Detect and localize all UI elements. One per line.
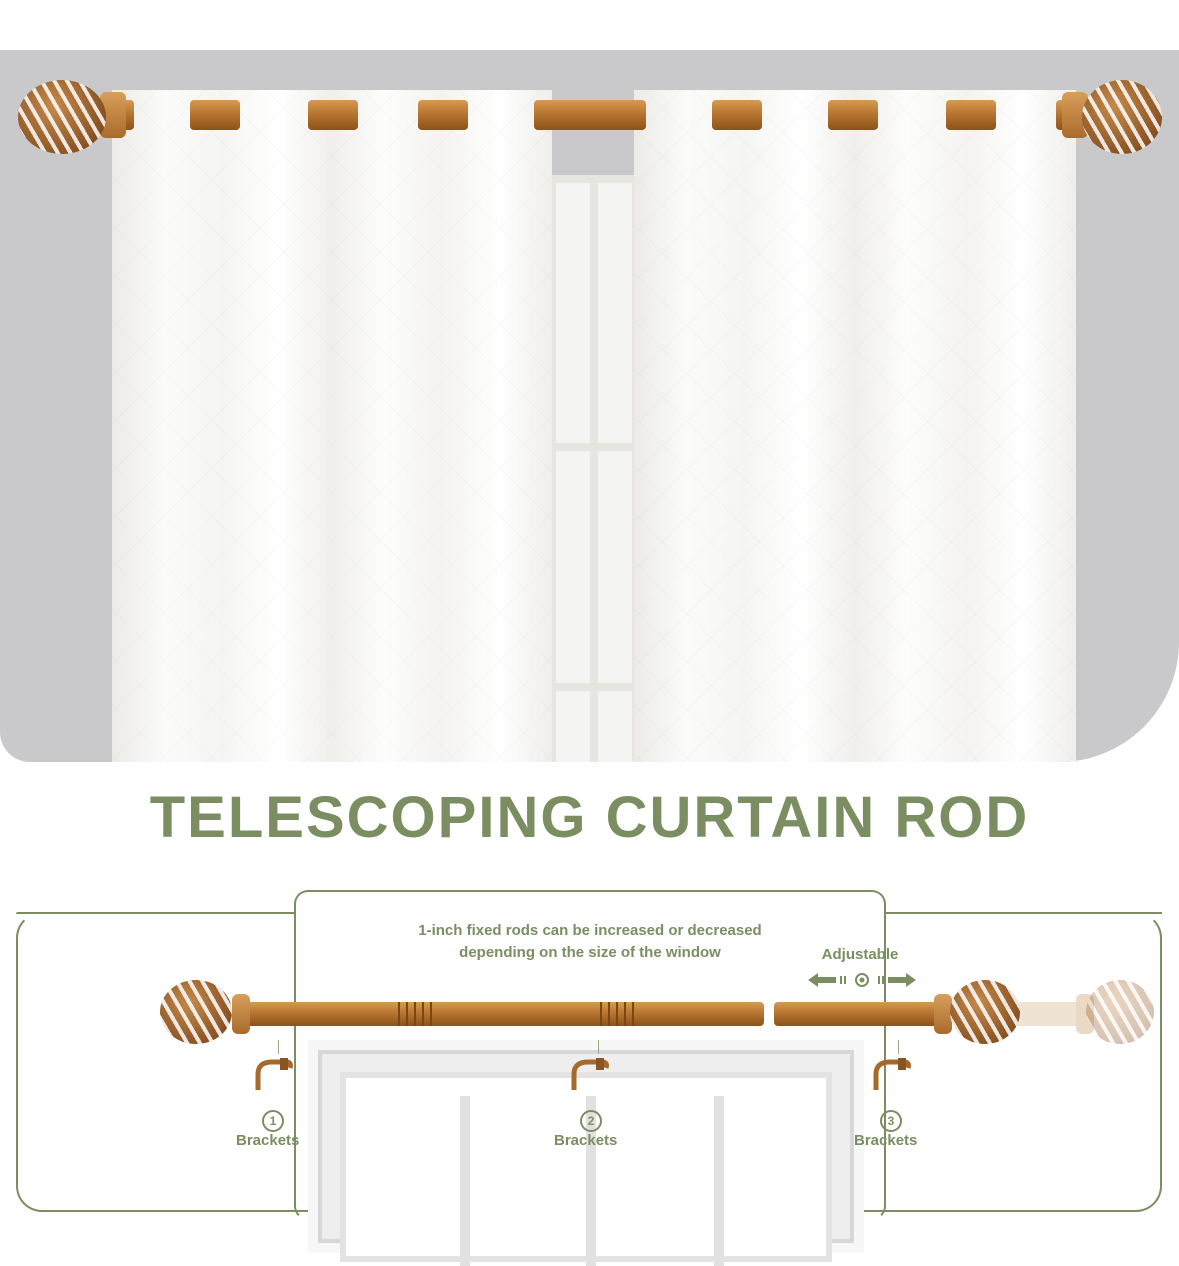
rod-segment <box>712 100 762 130</box>
window-frame <box>308 1040 864 1266</box>
right-curtain-panel <box>634 90 1076 762</box>
finial-left-icon <box>18 80 106 154</box>
rod-segment <box>418 100 468 130</box>
bracket-2-label: Brackets <box>554 1132 618 1149</box>
bracket-1-icon <box>254 1056 294 1092</box>
note-line-1: 1-inch fixed rods can be increased or de… <box>418 922 762 939</box>
bracket-2-icon <box>570 1056 610 1092</box>
bracket-3-number: 3 <box>880 1110 902 1132</box>
bracket-1-number: 1 <box>262 1110 284 1132</box>
finial-ghost-icon <box>1086 980 1154 1044</box>
bracket-3-label: Brackets <box>854 1132 918 1149</box>
note-line-2: depending on the size of the window <box>459 944 721 961</box>
finial-collar <box>934 994 952 1034</box>
adjust-arrows-icon <box>808 972 916 988</box>
rod-joint <box>398 1002 434 1026</box>
bracket-1-label: Brackets <box>236 1132 300 1149</box>
finial-collar-ghost <box>1076 994 1094 1034</box>
bracket-2-number: 2 <box>580 1110 602 1132</box>
rod-segment <box>946 100 996 130</box>
finial-collar <box>232 994 250 1034</box>
finial-left-icon <box>160 980 232 1044</box>
rod-center-joint <box>534 100 646 130</box>
window-background <box>548 175 640 762</box>
page-title: TELESCOPING CURTAIN ROD <box>149 785 1030 850</box>
left-curtain-panel <box>112 90 552 762</box>
rod-segment <box>190 100 240 130</box>
product-photo <box>0 50 1179 762</box>
rod-segment <box>308 100 358 130</box>
rod-diagram: 1-inch fixed rods can be increased or de… <box>0 880 1179 1266</box>
rod-segment <box>828 100 878 130</box>
finial-right-icon <box>1082 80 1162 154</box>
rod-joint <box>600 1002 636 1026</box>
bracket-3-icon <box>872 1056 912 1092</box>
fixed-rod <box>240 1002 764 1026</box>
adjustable-label: Adjustable <box>821 946 899 963</box>
finial-right-icon <box>950 980 1020 1044</box>
telescoping-rod <box>774 1002 940 1026</box>
